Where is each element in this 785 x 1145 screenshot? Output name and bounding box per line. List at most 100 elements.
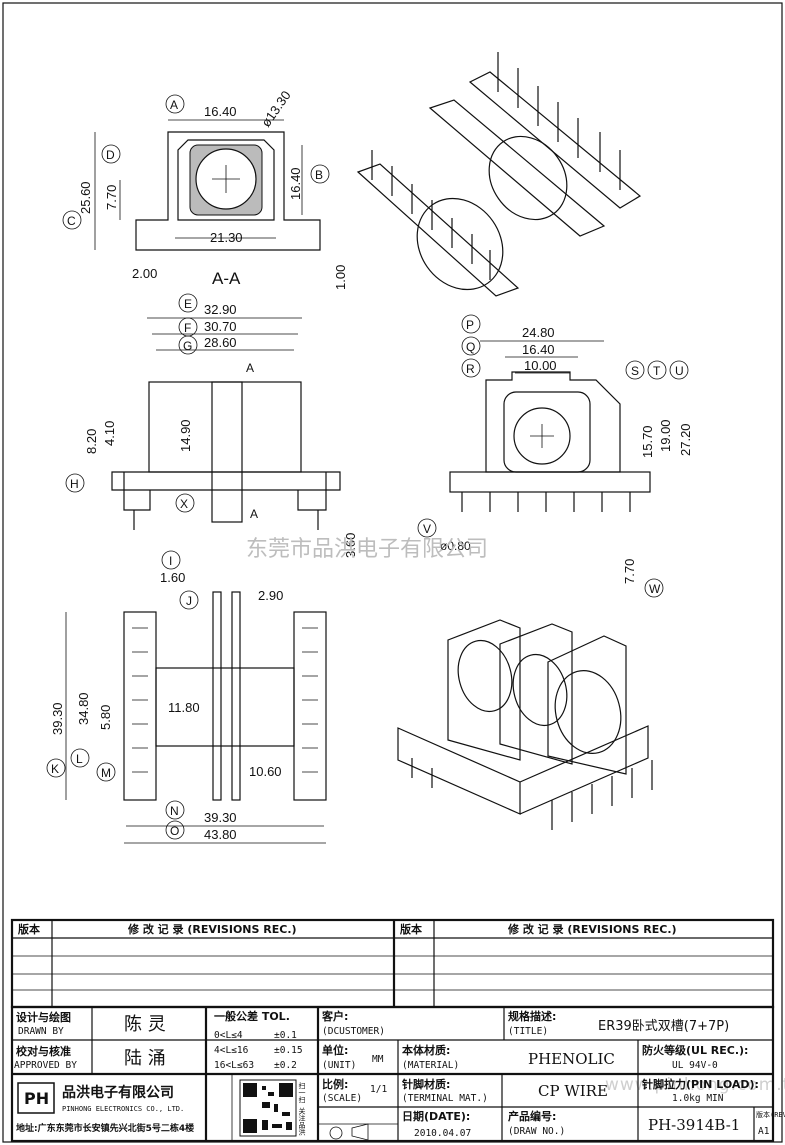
- front-callout-v: V: [423, 522, 431, 536]
- front-callout-s: S: [631, 364, 639, 378]
- aa-dim-lower: 7.70: [104, 185, 119, 210]
- iso-top-view: [356, 52, 642, 297]
- aa-callout-a: A: [170, 98, 178, 112]
- qr-side-text: 扫一扫 关注品洪: [298, 1081, 306, 1136]
- aa-dim-bore: ø13.30: [258, 88, 294, 130]
- date-value: 2010.04.07: [414, 1128, 471, 1139]
- front-callout-q: Q: [466, 340, 475, 354]
- aa-body-outline: [135, 131, 321, 251]
- tol-r1-val: ±0.1: [274, 1030, 297, 1041]
- aa-dim-base: 1.00: [333, 265, 348, 290]
- unit-label-en: (UNIT): [322, 1060, 356, 1071]
- projection-symbol-cone: [351, 1123, 369, 1141]
- aa-callout-b: B: [315, 168, 323, 182]
- front-callout-r: R: [466, 362, 475, 376]
- side-section-a-top: A: [246, 361, 254, 375]
- bottom-dim-2: 2.90: [258, 588, 283, 603]
- front-dim-3: 10.00: [524, 358, 557, 373]
- material-label: 本体材质:: [402, 1043, 450, 1057]
- drawno-label: 产品编号:: [508, 1109, 556, 1123]
- bottom-dim-5: 5.80: [98, 705, 113, 730]
- aa-callout-c: C: [67, 214, 76, 228]
- company-name-en: PINHONG ELECTRONICS CO., LTD.: [62, 1105, 184, 1113]
- aa-section-label: A-A: [212, 269, 241, 288]
- tol-r3-range: 16<L≤63: [214, 1060, 254, 1071]
- title-label-en: (TITLE): [508, 1026, 548, 1037]
- bottom-dim-7: 10.60: [249, 764, 282, 779]
- tol-title: 一般公差 TOL.: [214, 1009, 290, 1023]
- material-value: PHENOLIC: [528, 1050, 615, 1068]
- customer-label-en: (DCUSTOMER): [322, 1026, 385, 1037]
- bottom-dim-9: 43.80: [204, 827, 237, 842]
- front-callout-p: P: [466, 318, 474, 332]
- bottom-dim-8: 39.30: [204, 810, 237, 825]
- front-dim-1: 24.80: [522, 325, 555, 340]
- side-dim-5: 4.10: [102, 421, 117, 446]
- bottom-callout-m: M: [101, 766, 111, 780]
- title-block: 版本 修 改 记 录 (REVISIONS REC.) 版本 修 改 记 录 (…: [10, 918, 785, 1143]
- iso-bottom-view: [397, 619, 653, 830]
- approved-label-en: APPROVED BY: [14, 1060, 77, 1071]
- scale-label-en: (SCALE): [322, 1093, 362, 1104]
- title-label: 规格描述:: [508, 1009, 556, 1023]
- rev-col-2: 修 改 记 录 (REVISIONS REC.): [507, 922, 677, 936]
- tol-r2-range: 4<L≤16: [214, 1045, 249, 1056]
- customer-label: 客户:: [321, 1009, 348, 1023]
- front-callout-t: T: [653, 364, 661, 378]
- approved-label: 校对与核准: [16, 1044, 71, 1058]
- rev-header-2: 版本: [400, 922, 422, 936]
- aa-dim-inner: 21.30: [210, 230, 243, 245]
- front-dim-pin: ø0.80: [440, 539, 471, 553]
- rev-label: 版本(REV):: [756, 1110, 785, 1119]
- rev-header-1: 版本: [18, 922, 40, 936]
- title-value: ER39卧式双槽(7+7P): [598, 1019, 729, 1034]
- aa-dim-width: 16.40: [204, 104, 237, 119]
- bottom-callout-j: J: [186, 594, 192, 608]
- tol-r1-range: 0<L≤4: [214, 1030, 243, 1041]
- aa-inner-outline: [177, 139, 275, 221]
- side-callout-h: H: [70, 477, 79, 491]
- side-callout-f: F: [184, 321, 191, 335]
- rev-col-1: 修 改 记 录 (REVISIONS REC.): [127, 922, 297, 936]
- scale-label: 比例:: [322, 1077, 348, 1091]
- side-dim-7: 3.60: [343, 533, 358, 558]
- drawn-by-name: 陈 灵: [124, 1014, 166, 1035]
- scale-value: 1/1: [370, 1084, 387, 1095]
- bottom-callout-n: N: [170, 804, 179, 818]
- pinload-label: 针脚拉力(PIN LOAD):: [642, 1077, 759, 1091]
- pinload-value: 1.0kg MIN: [672, 1093, 724, 1104]
- projection-symbol-circle: [329, 1126, 343, 1140]
- unit-value: MM: [372, 1054, 384, 1065]
- company-address: 地址:广东东莞市长安镇先兴北街5号二栋4楼: [16, 1122, 194, 1134]
- side-callout-e: E: [184, 297, 192, 311]
- watermark-url: www.pinhong.com.tw: [605, 1075, 785, 1095]
- view-aa: 16.40 ø13.30 25.60 7.70 16.40 21.30 2.00…: [62, 88, 348, 290]
- bottom-callout-k: K: [51, 762, 59, 776]
- bottom-callout-l: L: [76, 752, 83, 766]
- side-callout-x: X: [180, 497, 188, 511]
- qr-pattern: [243, 1083, 293, 1133]
- drawno-value: PH-3914B-1: [648, 1116, 740, 1134]
- front-dim-2: 16.40: [522, 342, 555, 357]
- watermark-text: 东莞市品洪电子有限公司: [246, 537, 488, 562]
- aa-dim-gap: 2.00: [132, 266, 157, 281]
- front-dim-pinlen: 7.70: [622, 559, 637, 584]
- drawn-by-label-en: DRAWN BY: [18, 1026, 64, 1037]
- ul-value: UL 94V-0: [672, 1060, 718, 1071]
- bottom-callout-i: I: [169, 554, 172, 568]
- unit-label: 单位:: [322, 1043, 348, 1057]
- bottom-dim-6: 11.80: [168, 700, 200, 715]
- front-dim-6: 27.20: [678, 423, 693, 456]
- drawno-label-en: (DRAW NO.): [508, 1126, 565, 1137]
- tol-r2-val: ±0.15: [274, 1045, 303, 1056]
- aa-dim-height: 25.60: [78, 181, 93, 214]
- company-logo: [17, 1082, 55, 1114]
- company-name: 品洪电子有限公司: [62, 1084, 174, 1101]
- side-dim-3: 28.60: [204, 335, 237, 350]
- terminal-label: 针脚材质:: [402, 1077, 450, 1091]
- bottom-callout-o: O: [170, 824, 179, 838]
- material-label-en: (MATERIAL): [402, 1060, 459, 1071]
- aa-callout-d: D: [106, 148, 115, 162]
- terminal-value: CP WIRE: [538, 1082, 608, 1100]
